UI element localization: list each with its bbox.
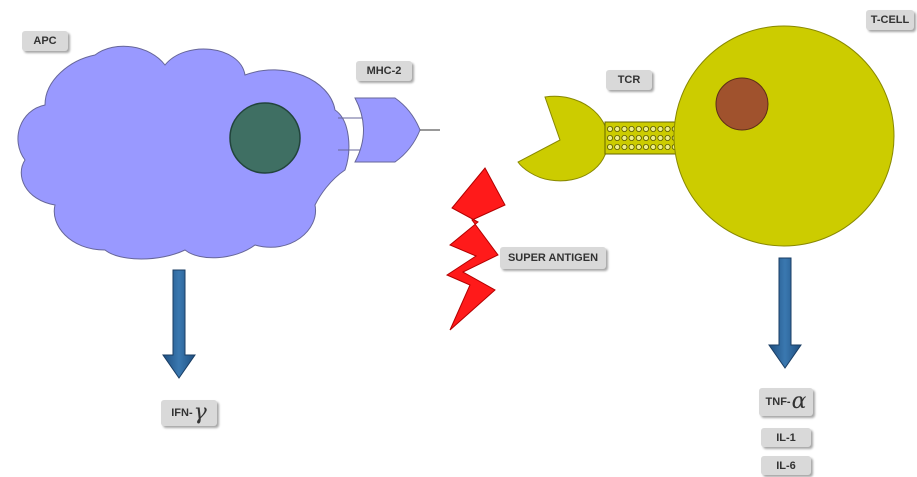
tcr-bead [664, 134, 671, 141]
tcell-body [673, 25, 895, 247]
ifn-prefix: IFN- [171, 407, 193, 419]
tcr-bead [657, 134, 664, 141]
mhc2-label: MHC-2 [356, 61, 412, 81]
tnf-alpha-label: TNF-α [759, 388, 813, 416]
mhc2-molecule [354, 97, 421, 163]
ifn-gamma-symbol: γ [193, 400, 207, 425]
il1-label: IL-1 [761, 428, 811, 447]
tcr-bead [628, 143, 635, 150]
apc-label: APC [22, 31, 68, 51]
tcr-bead [628, 126, 635, 133]
apc-nucleus [229, 102, 301, 174]
tcr-bead [664, 143, 671, 150]
tcr-bead [635, 126, 642, 133]
tcr-bead [650, 134, 657, 141]
tcr-bead [635, 134, 642, 141]
tnf-prefix: TNF- [765, 396, 791, 408]
tcr-bead [614, 143, 621, 150]
apc-cell [17, 45, 350, 260]
tcr-bead [614, 126, 621, 133]
tcr-bead [643, 134, 650, 141]
tcr-bead [621, 126, 628, 133]
tcr-bead [657, 126, 664, 133]
super-antigen-label: SUPER ANTIGEN [500, 247, 606, 269]
tcr-bead [628, 134, 635, 141]
tcr-bead [650, 143, 657, 150]
tcr-bead [643, 143, 650, 150]
apc-output-arrow [162, 269, 196, 379]
tcr-bead [621, 134, 628, 141]
tcr-bead [657, 143, 664, 150]
tcr-bead [664, 126, 671, 133]
tcr-bead [614, 134, 621, 141]
tcell-output-arrow [768, 257, 802, 369]
tcr-label: TCR [606, 70, 652, 90]
tcr-bead [607, 126, 614, 133]
il6-label: IL-6 [761, 456, 811, 475]
tcr-head [517, 95, 609, 182]
ifn-gamma-label: IFN-γ [161, 400, 217, 426]
tcell-nucleus [715, 77, 769, 131]
tnf-alpha-symbol: α [791, 389, 807, 414]
tcr-bead [650, 126, 657, 133]
tcr-bead [643, 126, 650, 133]
tcr-stalk-beads [607, 126, 678, 150]
tcr-bead [607, 134, 614, 141]
tcell-label: T-CELL [866, 10, 914, 30]
tcr-bead [635, 143, 642, 150]
super-antigen-bolt [445, 167, 506, 331]
tcr-bead [621, 143, 628, 150]
tcr-bead [607, 143, 614, 150]
